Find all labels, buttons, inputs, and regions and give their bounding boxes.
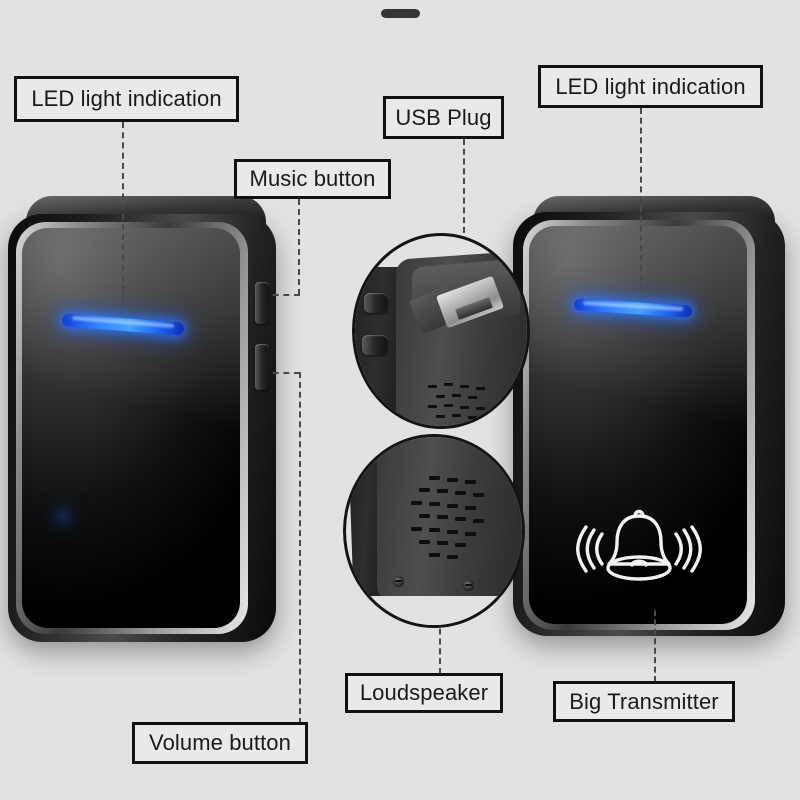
usb-detail-volume-button bbox=[362, 335, 388, 355]
receiver-device[interactable] bbox=[8, 196, 280, 648]
loudspeaker-detail-circle bbox=[343, 434, 525, 628]
speaker-detail-body bbox=[377, 437, 522, 602]
callout-led-light-indication-left[interactable]: LED light indication bbox=[14, 76, 239, 122]
callout-usb-plug[interactable]: USB Plug bbox=[383, 96, 504, 139]
callout-loudspeaker[interactable]: Loudspeaker bbox=[345, 673, 503, 713]
bell-icon bbox=[575, 494, 703, 598]
callout-led-light-indication-right[interactable]: LED light indication bbox=[538, 65, 763, 108]
speaker-grille bbox=[407, 476, 495, 562]
callout-big-transmitter[interactable]: Big Transmitter bbox=[553, 681, 735, 722]
receiver-face bbox=[22, 228, 240, 628]
leader-volume-vertical bbox=[299, 372, 301, 724]
leader-usb-plug bbox=[463, 139, 465, 311]
transmitter-face bbox=[529, 226, 747, 624]
leader-led-left bbox=[122, 122, 124, 322]
top-notch bbox=[381, 9, 420, 18]
speaker-screw-left bbox=[393, 576, 404, 587]
transmitter-device[interactable] bbox=[513, 196, 793, 644]
leader-led-right bbox=[640, 108, 642, 310]
usb-detail-grille bbox=[426, 383, 498, 423]
leader-music-vertical bbox=[298, 199, 300, 295]
speaker-screw-right bbox=[463, 580, 474, 591]
leader-music-horizontal bbox=[262, 294, 300, 296]
receiver-music-button[interactable] bbox=[255, 282, 269, 324]
usb-detail-music-button bbox=[364, 293, 388, 313]
leader-big-transmitter bbox=[654, 610, 656, 682]
receiver-volume-button[interactable] bbox=[255, 344, 269, 390]
callout-volume-button[interactable]: Volume button bbox=[132, 722, 308, 764]
usb-plug-detail-circle bbox=[352, 233, 530, 429]
callout-music-button[interactable]: Music button bbox=[234, 159, 391, 199]
leader-volume-horizontal bbox=[262, 372, 300, 374]
